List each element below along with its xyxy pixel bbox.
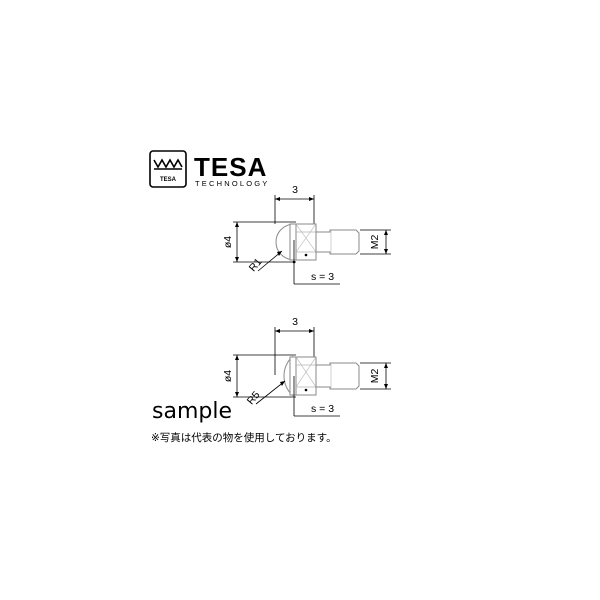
thread-dimension: M2 bbox=[360, 362, 391, 390]
radius-label: R1 bbox=[247, 256, 265, 274]
diameter-label: ø4 bbox=[222, 236, 234, 248]
radius-dimension: R5 bbox=[245, 380, 286, 407]
diameter-label: ø4 bbox=[222, 370, 234, 382]
radius-dimension: R1 bbox=[247, 250, 283, 274]
sample-caption: sample bbox=[152, 399, 232, 424]
probe-body bbox=[275, 223, 360, 264]
thread-label: M2 bbox=[369, 369, 381, 384]
probe-drawing-2: 3 ø4 bbox=[222, 316, 391, 417]
thread-label: M2 bbox=[369, 235, 381, 250]
length-label: 3 bbox=[292, 316, 298, 328]
length-dimension: 3 bbox=[274, 316, 315, 375]
length-dimension: 3 bbox=[274, 184, 315, 224]
probe-body bbox=[283, 355, 360, 397]
length-label: 3 bbox=[292, 184, 298, 196]
wrench-label: s = 3 bbox=[311, 271, 334, 283]
radius-label: R5 bbox=[245, 389, 263, 407]
wrench-label: s = 3 bbox=[311, 403, 334, 415]
thread-dimension: M2 bbox=[360, 229, 391, 255]
tesa-logo: TESA TESA TECHNOLOGY bbox=[149, 150, 270, 188]
logo-wordmark: TESA bbox=[194, 152, 267, 182]
logo-emblem-text: TESA bbox=[160, 177, 177, 183]
probe-drawing-1: 3 ø4 bbox=[222, 184, 391, 285]
logo-tagline: TECHNOLOGY bbox=[195, 179, 270, 188]
tesa-crown-icon: TESA bbox=[149, 150, 187, 188]
wrench-dimension: s = 3 bbox=[293, 240, 340, 285]
diameter-dimension: ø4 bbox=[222, 221, 296, 263]
wrench-dimension: s = 3 bbox=[293, 376, 340, 417]
representative-photo-note: ※写真は代表の物を使用しております。 bbox=[151, 432, 337, 444]
